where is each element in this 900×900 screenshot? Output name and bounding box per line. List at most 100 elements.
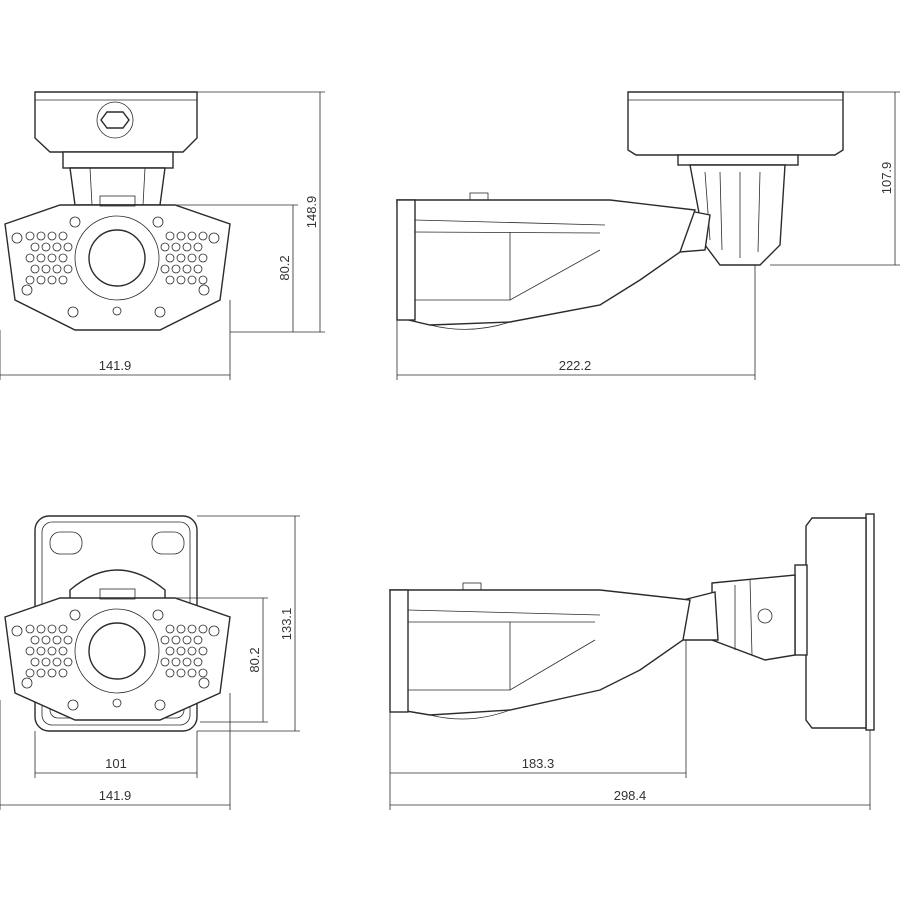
ir-led <box>58 231 68 241</box>
ir-led <box>36 253 46 263</box>
ir-led <box>47 668 57 678</box>
ir-led <box>176 646 186 656</box>
ir-led <box>187 624 197 634</box>
dim-total-height-label: 148.9 <box>304 196 319 229</box>
ir-led <box>30 242 40 252</box>
dim-body-length-label: 183.3 <box>522 756 555 771</box>
dim-width-label: 141.9 <box>99 358 132 373</box>
ir-led <box>63 657 73 667</box>
ir-led <box>25 668 35 678</box>
ir-led-array-right <box>160 231 208 285</box>
front-view-ceiling-dimensions: 141.9 148.9 80.2 <box>0 91 325 380</box>
ir-led <box>171 635 181 645</box>
ir-led <box>160 242 170 252</box>
ir-led <box>182 264 192 274</box>
ir-led <box>176 668 186 678</box>
ir-led <box>52 635 62 645</box>
ir-led <box>165 253 175 263</box>
ir-led <box>171 264 181 274</box>
dim-body-height-label: 80.2 <box>247 647 262 672</box>
ir-led <box>41 264 51 274</box>
ir-led <box>36 275 46 285</box>
ir-led <box>41 242 51 252</box>
ir-led <box>52 264 62 274</box>
ir-led <box>25 275 35 285</box>
ir-led <box>193 635 203 645</box>
ir-led <box>187 253 197 263</box>
side-view-wall-dimensions: 183.3 298.4 <box>389 640 871 810</box>
ir-led <box>52 242 62 252</box>
ir-led <box>165 275 175 285</box>
ir-led <box>198 231 208 241</box>
dim-total-length-label: 298.4 <box>614 788 647 803</box>
dim-width-label: 141.9 <box>99 788 132 803</box>
ir-led <box>63 635 73 645</box>
ir-led <box>52 657 62 667</box>
ir-led <box>58 646 68 656</box>
front-view-wall <box>4 515 231 732</box>
ir-led <box>165 231 175 241</box>
ir-led <box>58 668 68 678</box>
ir-led <box>36 646 46 656</box>
ir-led <box>47 253 57 263</box>
ir-led <box>176 253 186 263</box>
ir-led <box>165 668 175 678</box>
ir-led <box>160 264 170 274</box>
ir-led <box>160 635 170 645</box>
dim-total-height-label: 133.1 <box>279 608 294 641</box>
ir-led <box>25 231 35 241</box>
ir-led <box>187 275 197 285</box>
ir-led <box>198 253 208 263</box>
ir-led <box>47 646 57 656</box>
ir-led <box>198 275 208 285</box>
ir-led <box>165 624 175 634</box>
ir-led <box>25 253 35 263</box>
ir-led <box>160 657 170 667</box>
ir-led <box>25 646 35 656</box>
ir-led <box>47 624 57 634</box>
ir-led <box>198 624 208 634</box>
ir-led <box>58 275 68 285</box>
ir-led <box>58 253 68 263</box>
ir-led <box>176 275 186 285</box>
ir-led <box>182 242 192 252</box>
dim-mount-height-label: 107.9 <box>879 162 894 195</box>
side-view-wall <box>389 513 875 731</box>
ir-led <box>30 657 40 667</box>
ir-led <box>182 657 192 667</box>
ir-led <box>36 231 46 241</box>
ir-led <box>30 264 40 274</box>
ir-led-array-right <box>160 624 208 678</box>
ir-led <box>193 242 203 252</box>
side-view-ceiling-dimensions: 222.2 107.9 <box>396 91 900 380</box>
ir-led <box>176 624 186 634</box>
side-view-ceiling <box>396 91 844 330</box>
ir-led <box>171 657 181 667</box>
front-view-wall-dimensions: 101 141.9 133.1 80.2 <box>0 515 300 810</box>
ir-led <box>36 668 46 678</box>
ir-led <box>47 231 57 241</box>
dim-body-height-label: 80.2 <box>277 255 292 280</box>
dim-plate-width-label: 101 <box>105 756 127 771</box>
ir-led <box>198 668 208 678</box>
dim-length-label: 222.2 <box>559 358 592 373</box>
ir-led-array-left <box>25 624 73 678</box>
ir-led-array-left <box>25 231 73 285</box>
ir-led <box>47 275 57 285</box>
ir-led <box>193 264 203 274</box>
ir-led <box>63 242 73 252</box>
ir-led <box>63 264 73 274</box>
ir-led <box>182 635 192 645</box>
ir-led <box>58 624 68 634</box>
ir-led <box>187 668 197 678</box>
ir-led <box>198 646 208 656</box>
ir-led <box>25 624 35 634</box>
ir-led <box>187 646 197 656</box>
ir-led <box>30 635 40 645</box>
ir-led <box>187 231 197 241</box>
front-view-ceiling <box>4 91 231 331</box>
ir-led <box>165 646 175 656</box>
ir-led <box>36 624 46 634</box>
ir-led <box>41 635 51 645</box>
